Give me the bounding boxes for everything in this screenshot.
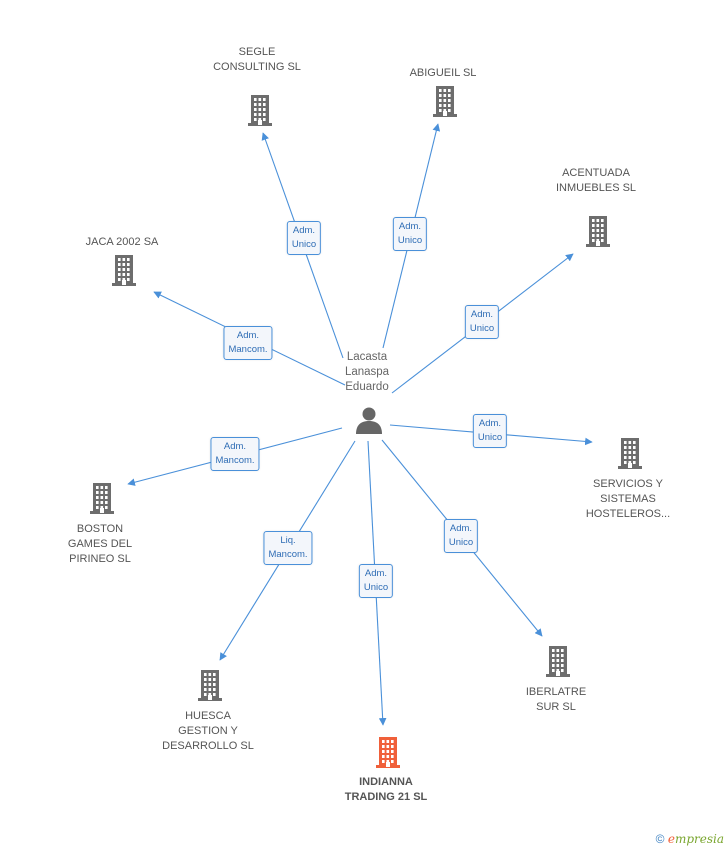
relation-badge-servicios[interactable]: Adm. Unico (472, 414, 508, 448)
company-name-line: CONSULTING SL (213, 61, 301, 73)
relation-text: Adm. (449, 523, 473, 534)
footer-brand[interactable]: © empresia (656, 832, 724, 846)
company-name-line: SISTEMAS (600, 493, 656, 505)
building-icon[interactable] (87, 481, 117, 515)
relation-text: Adm. (398, 221, 422, 232)
relation-text: Adm. (470, 309, 494, 320)
relation-text: Mancom. (215, 455, 255, 466)
relation-text: Liq. (280, 535, 296, 546)
relation-badge-acentuada[interactable]: Adm. Unico (464, 305, 500, 339)
copyright-icon: © (655, 832, 665, 846)
company-name-line: ABIGUEIL SL (409, 67, 477, 79)
building-icon[interactable] (615, 436, 645, 470)
company-label-iberlatre[interactable]: IBERLATRE SUR SL (526, 685, 586, 715)
company-name-line: PIRINEO SL (69, 553, 131, 565)
relation-text: Unico (477, 432, 503, 443)
brand-rest: mpresia (674, 832, 724, 846)
relation-text: Adm. (478, 418, 502, 429)
relation-text: Adm. (364, 568, 388, 579)
company-label-jaca[interactable]: JACA 2002 SA (86, 235, 159, 250)
brand-logo: empresia (668, 832, 724, 846)
company-name-line: JACA 2002 SA (85, 236, 159, 248)
relation-text: Unico (363, 582, 389, 593)
company-label-abigueil[interactable]: ABIGUEIL SL (410, 66, 477, 81)
company-name-line: HUESCA (185, 710, 231, 722)
company-name-line: IBERLATRE (525, 686, 587, 698)
building-icon[interactable] (245, 93, 275, 127)
relation-badge-jaca[interactable]: Adm. Mancom. (223, 326, 273, 360)
center-name-line-1: Lacasta (346, 351, 388, 363)
relation-text: Adm. (236, 330, 260, 341)
person-icon[interactable] (354, 405, 384, 435)
building-icon[interactable] (583, 214, 613, 248)
relation-badge-segle[interactable]: Adm. Unico (286, 221, 322, 255)
relation-badge-boston[interactable]: Adm. Mancom. (210, 437, 260, 471)
company-name-line: INMUEBLES SL (555, 182, 637, 194)
company-label-huesca[interactable]: HUESCA GESTION Y DESARROLLO SL (162, 709, 254, 754)
relation-text: Unico (469, 323, 495, 334)
relation-text: Unico (397, 235, 423, 246)
company-label-servicios[interactable]: SERVICIOS Y SISTEMAS HOSTELEROS... (586, 477, 670, 522)
building-icon[interactable] (109, 253, 139, 287)
company-name-line: HOSTELEROS... (585, 508, 671, 520)
company-name-line: GAMES DEL (67, 538, 133, 550)
relation-text: Adm. (292, 225, 316, 236)
company-name-line: SEGLE (238, 46, 276, 58)
company-name-line: TRADING 21 SL (344, 791, 428, 803)
relation-text: Adm. (223, 441, 247, 452)
relation-badge-abigueil[interactable]: Adm. Unico (392, 217, 428, 251)
center-person-label[interactable]: Lacasta Lanaspa Eduardo (345, 350, 389, 395)
building-icon[interactable] (373, 735, 403, 769)
brand-initial: e (667, 832, 675, 846)
relation-text: Unico (291, 239, 317, 250)
company-name-line: GESTION Y (178, 725, 238, 737)
relation-badge-indianna[interactable]: Adm. Unico (358, 564, 394, 598)
company-name-line: ACENTUADA (562, 167, 630, 179)
relation-badge-huesca[interactable]: Liq. Mancom. (263, 531, 313, 565)
relation-badge-iberlatre[interactable]: Adm. Unico (443, 519, 479, 553)
company-name-line: SUR SL (536, 701, 576, 713)
building-icon[interactable] (543, 644, 573, 678)
relation-text: Mancom. (228, 344, 268, 355)
company-name-line: SERVICIOS Y (593, 478, 663, 490)
company-name-line: BOSTON (76, 523, 124, 535)
company-label-indianna[interactable]: INDIANNA TRADING 21 SL (345, 775, 428, 805)
company-label-boston[interactable]: BOSTON GAMES DEL PIRINEO SL (68, 522, 132, 567)
company-label-acentuada[interactable]: ACENTUADA INMUEBLES SL (556, 166, 636, 196)
center-name-line-2: Lanaspa (344, 366, 390, 378)
company-name-line: INDIANNA (359, 776, 413, 788)
relation-text: Mancom. (268, 549, 308, 560)
building-icon[interactable] (195, 668, 225, 702)
company-name-line: DESARROLLO SL (162, 740, 254, 752)
center-name-line-3: Eduardo (345, 381, 389, 393)
relation-text: Unico (448, 537, 474, 548)
building-icon[interactable] (430, 84, 460, 118)
company-label-segle[interactable]: SEGLE CONSULTING SL (213, 45, 301, 75)
